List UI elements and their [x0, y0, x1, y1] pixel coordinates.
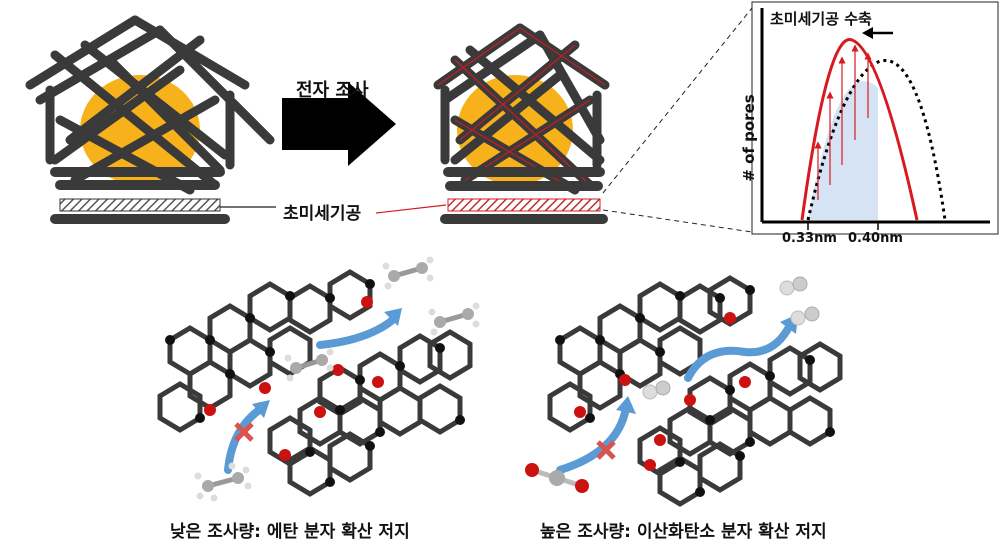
pore-layer	[60, 199, 220, 211]
pore-size-distribution-graph	[752, 2, 998, 234]
ethane-molecule	[383, 257, 434, 290]
shrinkage-label: 초미세기공 수축	[770, 8, 872, 29]
y-axis-label: # of pores	[740, 83, 758, 193]
left-caption: 낮은 조사량: 에탄 분자 확산 저지	[170, 517, 410, 542]
low-dose-molecular-sieve	[160, 257, 480, 502]
hydrogen-molecule	[791, 307, 819, 325]
pristine-carbon-structure	[30, 20, 270, 219]
tick-label: 0.33nm	[782, 231, 837, 246]
hydrogen-molecule	[780, 277, 807, 295]
pore-layer-irradiated	[448, 199, 600, 211]
right-caption: 높은 조사량: 이산화탄소 분자 확산 저지	[540, 517, 827, 542]
ethane-molecule	[195, 463, 252, 502]
ethane-molecule	[429, 303, 480, 336]
tick-label: 0.40nm	[848, 231, 903, 246]
ultramicropore-label: 초미세기공	[283, 199, 361, 224]
blocked-diffusion-arrow	[228, 408, 262, 470]
irradiated-carbon-structure	[438, 28, 605, 219]
irradiation-label: 전자 조사	[296, 76, 369, 102]
high-dose-molecular-sieve	[525, 277, 840, 504]
